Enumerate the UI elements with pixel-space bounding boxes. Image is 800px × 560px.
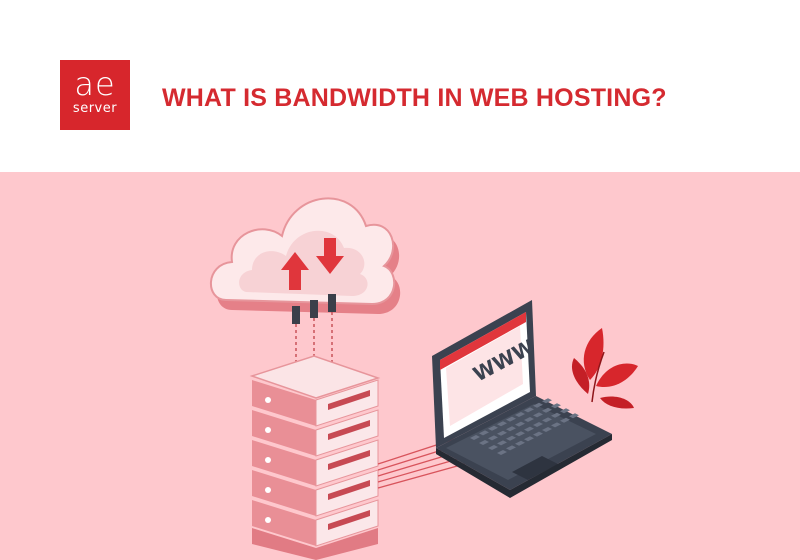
logo-top-text: ae	[74, 65, 116, 103]
keyboard-key	[524, 417, 534, 422]
server-unit-front	[252, 380, 316, 426]
keyboard-key	[497, 421, 507, 427]
keyboard-key	[542, 398, 552, 404]
server-unit-slot	[328, 510, 370, 530]
keyboard-key	[497, 450, 507, 455]
keyboard-key	[506, 445, 516, 451]
keyboard-key	[470, 435, 480, 440]
laptop-icon	[432, 300, 612, 498]
server-unit-led	[265, 487, 271, 493]
keyboard-key	[533, 422, 543, 427]
keyboard-key	[488, 445, 498, 450]
server-unit-slot	[328, 480, 370, 500]
keyboard-key	[479, 440, 489, 445]
header: ae server WHAT IS BANDWIDTH IN WEB HOSTI…	[0, 0, 800, 172]
keyboard-key	[497, 430, 507, 436]
keyboard-key	[569, 413, 579, 419]
upload-arrow-icon	[281, 252, 309, 290]
hero-illustration: WWW	[0, 172, 800, 560]
server-unit-led	[265, 427, 271, 433]
download-arrow-icon	[316, 238, 344, 274]
keyboard-key	[524, 436, 534, 442]
server-unit-led	[265, 517, 271, 523]
keyboard-key	[560, 408, 570, 414]
server-unit-slot	[328, 420, 370, 440]
aeserver-logo[interactable]: ae server	[60, 60, 130, 130]
keyboard-key	[506, 435, 516, 441]
keyboard-key	[533, 402, 543, 408]
server-unit-slot	[328, 390, 370, 410]
keyboard-key	[560, 417, 570, 423]
keyboard-key	[488, 425, 498, 431]
keyboard-key	[479, 430, 489, 436]
keyboard-key	[506, 416, 516, 422]
logo-bottom-text: server	[72, 101, 118, 116]
server-unit-front	[252, 410, 316, 456]
keyboard-key	[515, 412, 525, 417]
page-title: WHAT IS BANDWIDTH IN WEB HOSTING?	[162, 84, 667, 112]
server-unit-front	[252, 500, 316, 546]
keyboard-key	[533, 431, 543, 437]
server-unit-led	[265, 397, 271, 403]
keyboard-key	[542, 427, 552, 432]
server-unit-slot	[328, 450, 370, 470]
server-unit-led	[265, 457, 271, 463]
keyboard-key	[506, 426, 516, 432]
keyboard-key	[551, 403, 561, 409]
plant-icon	[571, 328, 638, 409]
illustration-canvas: WWW	[210, 197, 638, 560]
server-unit-front	[252, 470, 316, 516]
keyboard-key	[488, 435, 498, 441]
keyboard-key	[524, 426, 534, 432]
keyboard-key	[524, 407, 534, 413]
keyboard-key	[542, 417, 552, 423]
keyboard-key	[533, 412, 543, 418]
server-rack-icon	[249, 355, 381, 560]
server-unit-front	[252, 440, 316, 486]
keyboard-key	[551, 412, 561, 418]
keyboard-key	[542, 407, 552, 413]
cloud-icon	[210, 197, 401, 314]
keyboard-key	[515, 421, 525, 427]
keyboard-key	[515, 440, 525, 446]
keyboard-key	[551, 422, 561, 428]
keyboard-key	[515, 431, 525, 437]
keyboard-key	[497, 440, 507, 446]
